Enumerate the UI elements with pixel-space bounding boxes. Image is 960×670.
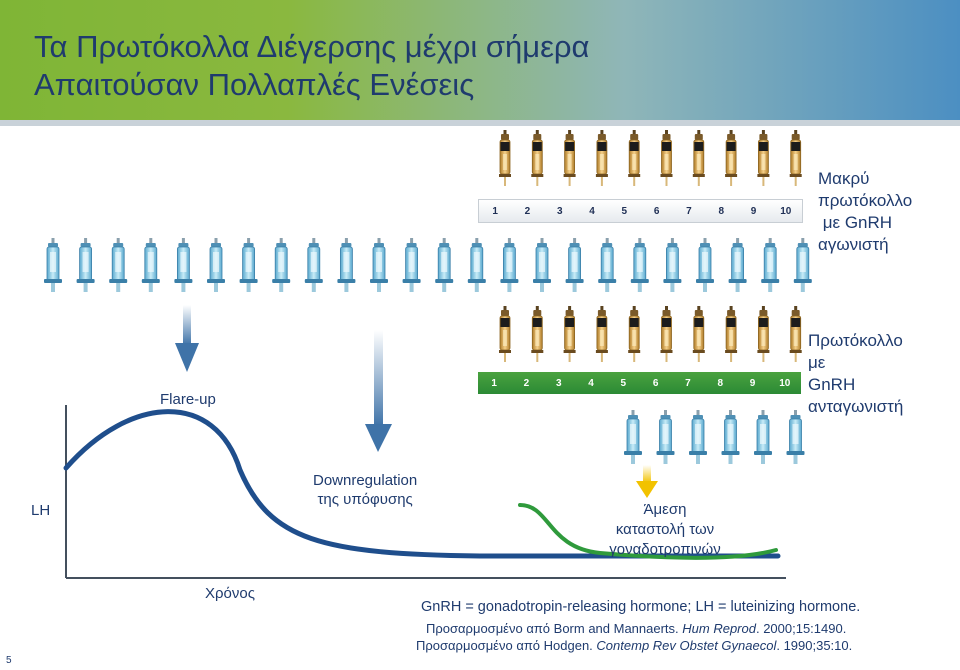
- day-number: 3: [556, 205, 563, 217]
- syringe-icon: [630, 237, 650, 293]
- antagonist-day-bar: 1 2 3 4 5 6 7 8 9 10: [478, 372, 801, 394]
- syringe-icon: [724, 129, 738, 187]
- syringe-icon: [595, 129, 609, 187]
- syringe-icon: [76, 237, 96, 293]
- syringe-icon: [597, 237, 617, 293]
- syringe-icon: [760, 237, 780, 293]
- lh-curve-agonist: [63, 409, 781, 559]
- syringe-icon: [756, 129, 770, 187]
- immediate-suppression-label: Άμεση καταστολή των γοναδοτροπινών: [609, 501, 721, 558]
- syringe-icon: [753, 409, 773, 465]
- day-number: 7: [686, 205, 692, 217]
- header-divider: [0, 120, 960, 126]
- syringe-icon: [532, 237, 552, 293]
- syringe-icon: [304, 237, 324, 293]
- syringe-icon: [724, 305, 738, 363]
- syringe-icon: [402, 237, 422, 293]
- syringe-icon: [728, 237, 748, 293]
- downregulation-arrow: [365, 330, 392, 452]
- day-number: 7: [685, 377, 691, 389]
- lh-axis-label: LH: [31, 502, 51, 519]
- syringe-icon: [656, 409, 675, 465]
- syringe-icon: [498, 305, 512, 363]
- syringe-icon: [271, 237, 291, 293]
- syringe-icon: [692, 129, 706, 187]
- antagonist-blue-syringes: [623, 409, 805, 465]
- immediate-suppression-arrow: [636, 465, 658, 498]
- syringe-icon: [623, 409, 643, 465]
- day-number: 5: [621, 205, 628, 217]
- title-line-1: Τα Πρωτόκολλα Διέγερσης μέχρι σήμερα: [34, 29, 590, 64]
- day-number: 4: [589, 205, 595, 217]
- syringe-icon: [660, 305, 673, 363]
- day-number: 8: [718, 205, 724, 217]
- day-number: 10: [779, 377, 791, 389]
- downregulation-label: Downregulation της υπόφυσης: [313, 472, 418, 508]
- page-number: 5: [6, 655, 12, 666]
- syringe-icon: [43, 237, 63, 293]
- syringe-icon: [239, 237, 259, 293]
- day-number: 1: [492, 205, 498, 217]
- syringe-icon: [627, 305, 641, 363]
- header-band: [0, 0, 960, 120]
- antagonist-gold-syringes: [498, 305, 803, 363]
- long-protocol-day-bar: 1 2 3 4 5 6 7 8 9 10: [478, 199, 803, 223]
- day-number: 8: [717, 377, 723, 389]
- day-number: 10: [780, 205, 792, 217]
- time-axis-label: Χρόνος: [205, 585, 255, 602]
- antagonist-protocol-label: Πρωτόκολλο με GnRH ανταγωνιστή: [808, 331, 904, 416]
- day-number: 9: [749, 377, 756, 389]
- flare-up-label: Flare-up: [160, 391, 216, 408]
- day-number: 6: [652, 377, 659, 389]
- syringe-icon: [530, 129, 544, 187]
- syringe-icon: [530, 305, 544, 363]
- day-number: 5: [620, 377, 627, 389]
- syringe-icon: [565, 237, 585, 293]
- syringe-icon: [595, 305, 609, 363]
- day-number: 3: [555, 377, 562, 389]
- syringe-icon: [662, 237, 682, 293]
- title-line-2: Απαιτούσαν Πολλαπλές Ενέσεις: [34, 67, 475, 102]
- flare-up-arrow: [175, 305, 199, 372]
- syringe-icon: [563, 129, 577, 187]
- lh-curve-antagonist: [518, 503, 778, 560]
- syringe-icon: [141, 237, 161, 293]
- syringe-icon: [369, 237, 389, 293]
- syringe-icon: [793, 237, 813, 293]
- syringe-icon: [206, 237, 226, 293]
- syringe-icon: [692, 305, 706, 363]
- day-number: 1: [491, 377, 497, 389]
- day-number: 4: [588, 377, 594, 389]
- syringe-icon: [695, 237, 715, 293]
- long-protocol-gold-syringes: [498, 129, 803, 187]
- abbreviations-note: GnRH = gonadotropin-releasing hormone; L…: [421, 599, 861, 615]
- syringe-icon: [336, 237, 356, 293]
- syringe-icon: [660, 129, 673, 187]
- long-protocol-blue-syringes: [43, 237, 813, 293]
- day-number: 2: [523, 377, 530, 389]
- syringe-icon: [563, 305, 577, 363]
- long-protocol-label: Μακρύ πρωτόκολλο με GnRH αγωνιστή: [818, 169, 913, 254]
- syringe-icon: [498, 129, 512, 187]
- syringe-icon: [789, 129, 803, 187]
- syringe-icon: [108, 237, 128, 293]
- syringe-icon: [756, 305, 770, 363]
- day-number: 9: [750, 205, 757, 217]
- syringe-icon: [721, 409, 740, 465]
- syringe-icon: [173, 237, 193, 293]
- references: Προσαρμοσμένο από Borm and Mannaerts. Hu…: [416, 620, 852, 654]
- reference-1: Προσαρμοσμένο από Borm and Mannaerts. Hu…: [426, 621, 847, 636]
- syringe-icon: [499, 237, 519, 293]
- syringe-icon: [789, 305, 803, 363]
- reference-2: Προσαρμοσμένο από Hodgen. Contemp Rev Ob…: [416, 638, 853, 653]
- syringe-icon: [688, 409, 708, 465]
- syringe-icon: [467, 237, 487, 293]
- day-number: 6: [653, 205, 660, 217]
- page-title: Τα Πρωτόκολλα Διέγερσης μέχρι σήμερα Απα…: [34, 28, 589, 104]
- syringe-icon: [627, 129, 641, 187]
- syringe-icon: [786, 409, 805, 465]
- day-number: 2: [524, 205, 531, 217]
- syringe-icon: [434, 237, 454, 293]
